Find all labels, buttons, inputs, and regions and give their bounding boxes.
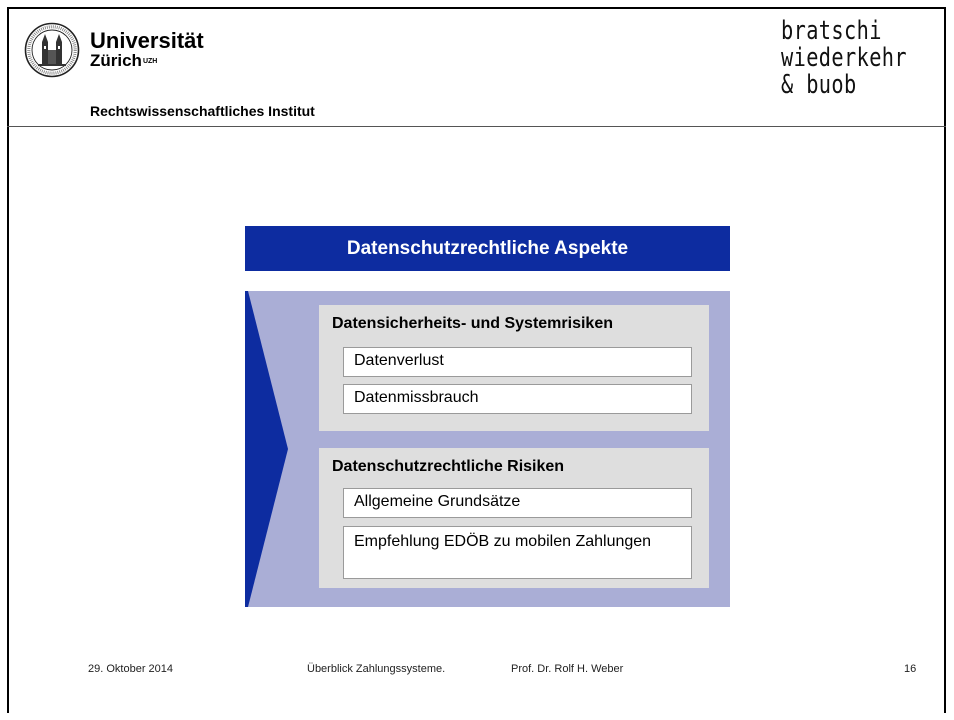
slide-frame bbox=[7, 7, 946, 713]
university-seal-icon bbox=[24, 22, 80, 78]
law-firm-logo-line: wiederkehr bbox=[781, 43, 908, 73]
group-title: Datenschutzrechtliche Risiken bbox=[332, 458, 565, 475]
slide-title: Datenschutzrechtliche Aspekte bbox=[245, 226, 730, 271]
arrow-icon bbox=[245, 291, 288, 607]
law-firm-logo: bratschi wiederkehr & buob bbox=[781, 16, 908, 100]
list-item: Empfehlung EDÖB zu mobilen Zahlungen bbox=[343, 526, 692, 579]
group-title: Datensicherheits- und Systemrisiken bbox=[332, 315, 613, 332]
institute-name: Rechtswissenschaftliches Institut bbox=[90, 103, 315, 119]
university-city: ZürichUZH bbox=[90, 51, 158, 70]
risk-group-privacy: Datenschutzrechtliche Risiken Allgemeine… bbox=[319, 448, 709, 588]
university-suffix: UZH bbox=[142, 58, 158, 65]
footer-author: Prof. Dr. Rolf H. Weber bbox=[511, 663, 624, 675]
list-item: Datenverlust bbox=[343, 347, 692, 377]
list-item: Allgemeine Grundsätze bbox=[343, 488, 692, 518]
university-name: Universität bbox=[90, 28, 204, 53]
content-panel: Datensicherheits- und Systemrisiken Date… bbox=[245, 291, 730, 607]
law-firm-logo-line: & buob bbox=[781, 70, 857, 100]
risk-group-security: Datensicherheits- und Systemrisiken Date… bbox=[319, 305, 709, 431]
law-firm-logo-line: bratschi bbox=[781, 16, 882, 46]
footer-date: 29. Oktober 2014 bbox=[88, 663, 174, 675]
list-item: Datenmissbrauch bbox=[343, 384, 692, 414]
footer-title: Überblick Zahlungssysteme. bbox=[307, 663, 446, 675]
header-divider bbox=[7, 126, 946, 127]
page-number: 16 bbox=[904, 663, 917, 675]
